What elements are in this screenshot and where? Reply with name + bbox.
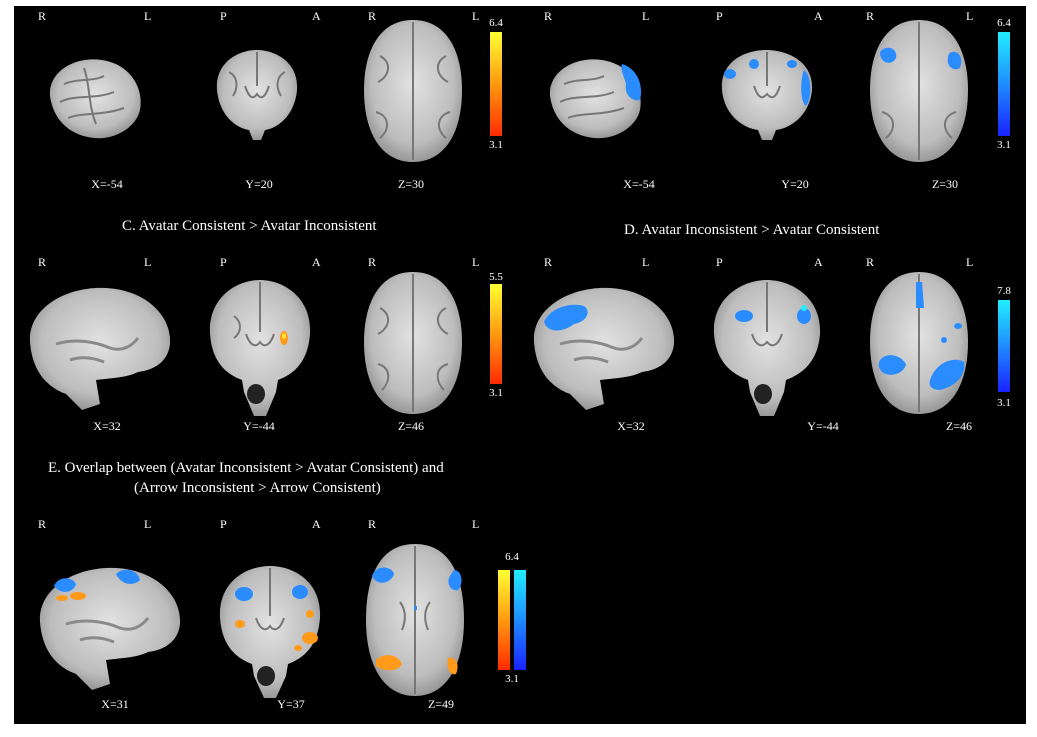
orient-label: R <box>368 255 377 269</box>
colorbar-cool <box>998 32 1010 136</box>
colorbar-hot <box>498 570 510 670</box>
coronal-slice <box>721 50 813 140</box>
slice-coord: Y=-44 <box>807 419 839 433</box>
orient-label: P <box>220 9 227 23</box>
orient-label: R <box>368 9 377 23</box>
slice-coord: Y=-44 <box>243 419 275 433</box>
sagittal-slice <box>49 59 141 139</box>
axial-slice <box>870 20 968 162</box>
coronal-slice <box>713 280 821 416</box>
colorbar-cool <box>998 300 1010 392</box>
orient-label: L <box>642 255 650 269</box>
slice-coord: X=-54 <box>91 177 123 191</box>
orient-label: L <box>144 255 152 269</box>
orient-label: P <box>716 255 723 269</box>
orient-label: L <box>472 255 480 269</box>
figure-panel: R L P A R L 6.4 3.1 X=-54 Y=20 Z=30 R L … <box>14 6 1026 724</box>
slice-coord: X=31 <box>101 697 129 711</box>
colorbar-max: 6.4 <box>997 17 1011 29</box>
slice-coord: Z=30 <box>931 177 959 191</box>
sagittal-slice <box>39 567 181 690</box>
orient-label: R <box>38 517 47 531</box>
colorbar-cool <box>514 570 526 670</box>
slice-coord: X=32 <box>93 419 121 433</box>
orient-label: R <box>38 255 47 269</box>
colorbar-hot <box>490 32 502 136</box>
orient-label: L <box>472 517 480 531</box>
panel-title: C. Avatar Consistent > Avatar Inconsiste… <box>122 218 377 234</box>
colorbar-max: 7.8 <box>997 285 1011 297</box>
slice-coord: Z=49 <box>427 697 455 711</box>
colorbar-min: 3.1 <box>505 673 519 685</box>
axial-slice <box>364 20 462 162</box>
orient-label: R <box>544 255 553 269</box>
colorbar-hot <box>490 284 502 384</box>
colorbar-min: 3.1 <box>489 387 503 399</box>
orient-label: A <box>312 9 321 23</box>
orient-label: R <box>38 9 47 23</box>
slice-coord: X=-54 <box>623 177 655 191</box>
coronal-slice <box>216 50 298 140</box>
slice-coord: Z=46 <box>945 419 973 433</box>
orient-label: R <box>866 9 875 23</box>
axial-slice <box>364 272 462 414</box>
orient-label: P <box>220 517 227 531</box>
slice-coord: X=32 <box>617 419 645 433</box>
slice-coord: Z=30 <box>397 177 425 191</box>
colorbar-max: 6.4 <box>505 551 519 563</box>
slice-coord: Y=20 <box>781 177 809 191</box>
orient-label: L <box>144 9 152 23</box>
orient-label: L <box>966 9 974 23</box>
orient-label: L <box>472 9 480 23</box>
orient-label: P <box>220 255 227 269</box>
orient-label: P <box>716 9 723 23</box>
orient-label: A <box>814 9 823 23</box>
orient-label: L <box>642 9 650 23</box>
colorbar-min: 3.1 <box>997 397 1011 409</box>
orient-label: A <box>814 255 823 269</box>
sagittal-slice <box>549 59 642 139</box>
axial-slice <box>366 544 464 696</box>
colorbar-min: 3.1 <box>489 139 503 151</box>
orient-label: A <box>312 517 321 531</box>
slice-coord: Y=37 <box>277 697 305 711</box>
orient-label: R <box>368 517 377 531</box>
orient-label: R <box>866 255 875 269</box>
panel-title: (Arrow Inconsistent > Arrow Consistent) <box>134 480 381 496</box>
panel-title: E. Overlap between (Avatar Inconsistent … <box>48 460 444 476</box>
sagittal-slice <box>533 287 675 410</box>
orient-label: R <box>544 9 553 23</box>
coronal-slice <box>219 566 321 698</box>
axial-slice <box>870 272 968 414</box>
colorbar-max: 6.4 <box>489 17 503 29</box>
colorbar-min: 3.1 <box>997 139 1011 151</box>
slice-coord: Y=20 <box>245 177 273 191</box>
panel-title: D. Avatar Inconsistent > Avatar Consiste… <box>624 222 880 238</box>
colorbar-max: 5.5 <box>489 271 503 283</box>
orient-label: L <box>144 517 152 531</box>
sagittal-slice <box>29 287 171 410</box>
coronal-slice <box>209 280 311 416</box>
slice-coord: Z=46 <box>397 419 425 433</box>
orient-label: A <box>312 255 321 269</box>
orient-label: L <box>966 255 974 269</box>
